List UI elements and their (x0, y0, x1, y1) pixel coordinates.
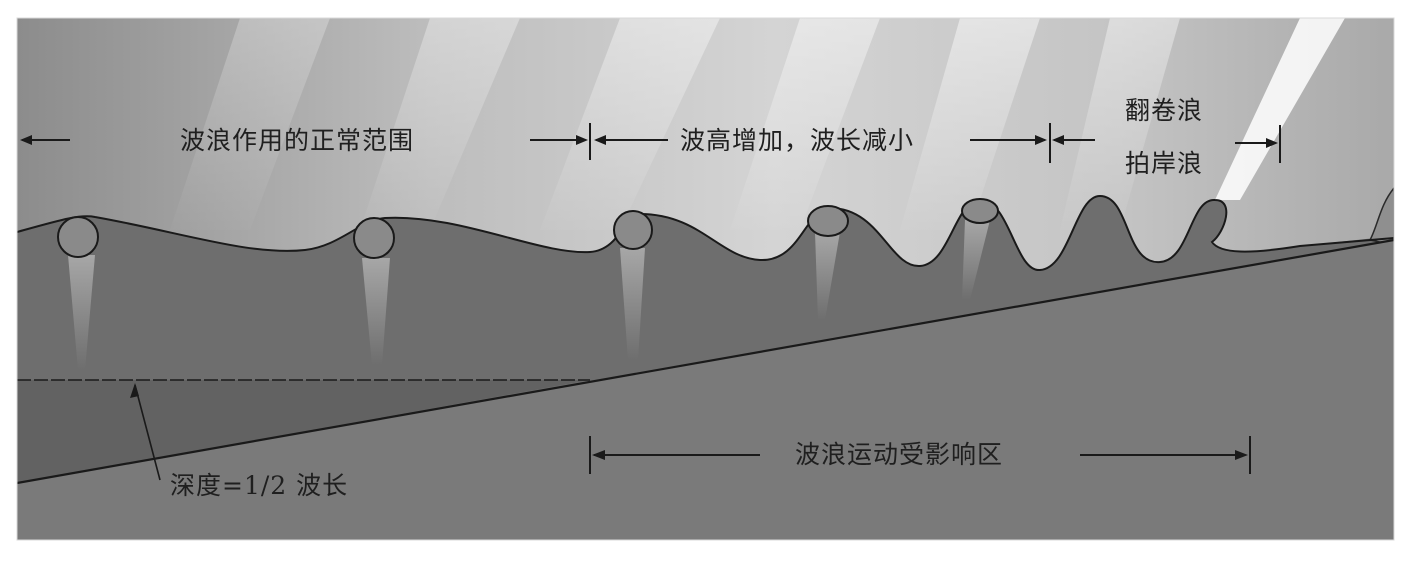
depth-pointer (134, 384, 161, 481)
orbit-circle (613, 210, 653, 250)
light-rays (170, 18, 1345, 230)
label-depth-note: 深度=1/2 波长 (170, 471, 349, 500)
dimension-arrows (20, 123, 1281, 474)
seabed (17, 240, 1394, 540)
orbit-circle (353, 217, 395, 259)
wave-orbits (57, 198, 999, 370)
orbit-circle (961, 198, 999, 224)
frame (16, 17, 1395, 541)
label-breaker-2: 拍岸浪 (1125, 149, 1204, 178)
label-breaker-1: 翻卷浪 (1125, 96, 1204, 125)
depth-pointer-arrowhead (130, 383, 139, 398)
shore-rock (1368, 186, 1394, 246)
orbit-circle (57, 216, 99, 258)
seabed-line (17, 238, 1394, 485)
label-height-up-length-down: 波高增加，波长减小 (680, 126, 915, 155)
label-affected-zone: 波浪运动受影响区 (795, 440, 1004, 469)
wave-surface (17, 194, 1394, 272)
label-normal-range: 波浪作用的正常范围 (180, 126, 415, 155)
orbit-circle (807, 205, 849, 237)
